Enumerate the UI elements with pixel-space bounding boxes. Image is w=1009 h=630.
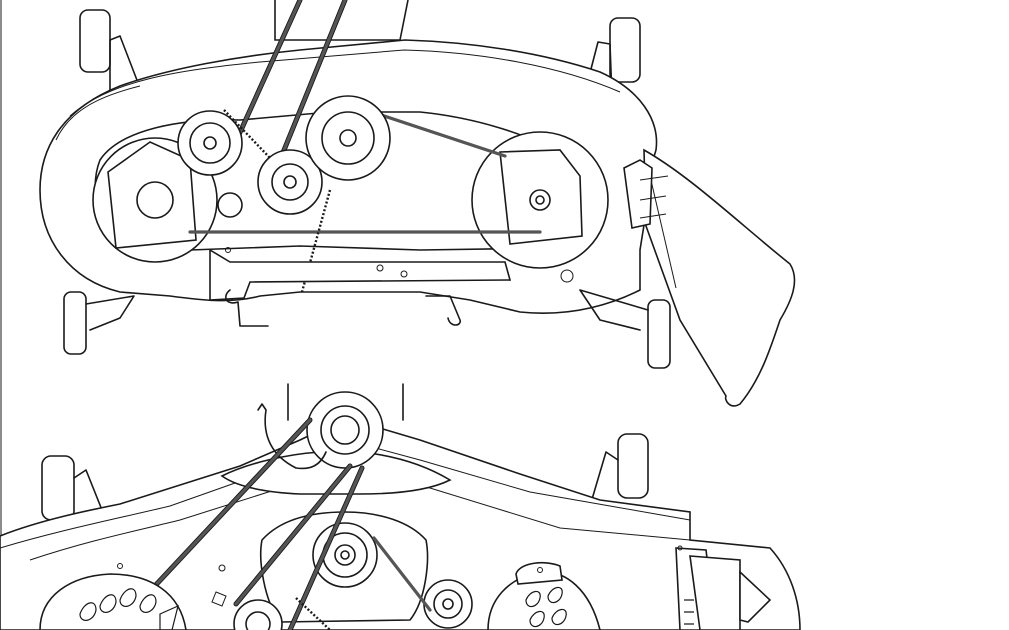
gauge-wheel-left-rear [79, 9, 141, 91]
gauge-wheel-right-front [579, 289, 671, 369]
spindle-pulley-right [423, 579, 473, 629]
spindle-housing-right [471, 131, 609, 269]
discharge-chute [675, 545, 772, 630]
upper-deck-view [39, 0, 796, 407]
engine-pulley [287, 383, 404, 469]
spindle-pulley-right [305, 95, 391, 181]
idler-pulley [233, 599, 283, 630]
bearing [217, 192, 243, 218]
idler-pulley [177, 110, 243, 176]
spindle-housing-left [39, 573, 187, 630]
lower-deck-view [0, 383, 801, 630]
spindle-housing-right [487, 561, 601, 630]
spindle-housing-left [92, 137, 218, 263]
discharge-chute [623, 148, 796, 407]
gauge-wheel-right [589, 433, 649, 509]
gauge-wheel-left-front [63, 291, 135, 355]
tension-spring-upper [223, 109, 271, 159]
spindle-pulley-center [260, 511, 429, 623]
belt [188, 0, 542, 234]
spindle-pulley-center [257, 149, 323, 215]
belt [135, 417, 432, 630]
hanger-bracket [209, 248, 512, 301]
